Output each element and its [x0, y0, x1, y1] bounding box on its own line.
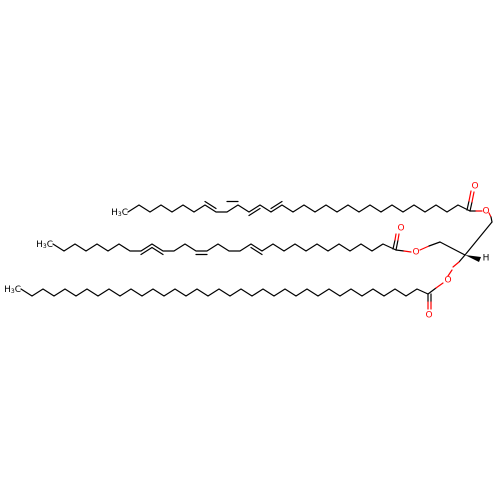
top-chain-double-bond-1: [204, 200, 217, 210]
middle-chain-double-bond-1: [140, 246, 153, 256]
top-ester-o-ch2-c: [490, 216, 493, 223]
middle-carbonyl-double-o: [394, 233, 397, 241]
bottom-acyl-chain: H3C O O: [4, 269, 453, 321]
top-chain-terminal-methyl: H3C: [111, 208, 128, 218]
middle-carbonyl-bond-c: [395, 239, 399, 251]
middle-acyl-chain: H3C O O: [36, 224, 441, 258]
middle-carbonyl-double-c: [392, 239, 396, 250]
top-carbonyl-double-c: [466, 200, 470, 211]
bottom-ester-bond-c: [427, 287, 437, 295]
top-carbonyl-double-o: [468, 190, 472, 202]
top-carbonyl-bond-o: [471, 191, 475, 203]
bottom-ester-o-c2: [447, 269, 453, 277]
middle-chain-terminal-methyl: H3C: [36, 240, 53, 250]
top-chain-backbone: [127, 204, 471, 213]
glycerol-c2-o-bond-o: [452, 261, 460, 268]
bottom-chain-terminal-methyl: H3C: [4, 285, 21, 295]
top-ester-o-ch2-o: [488, 212, 492, 218]
glycerol-c2-o-bond-c: [458, 254, 466, 263]
glycerol-c1-c2-bond: [439, 241, 466, 256]
top-carbonyl-oxygen: O: [471, 182, 478, 192]
middle-chain-backbone: [52, 243, 397, 252]
top-acyl-chain: H3C O O: [111, 182, 493, 223]
middle-carbonyl-oxygen: O: [397, 224, 404, 234]
top-carbonyl-bond-c: [469, 201, 473, 212]
middle-ester-bond-o: [403, 250, 412, 253]
top-ester-oxygen: O: [482, 207, 489, 217]
stereo-hydrogen: H: [483, 254, 490, 264]
top-chain-double-bond-4: [270, 200, 283, 210]
middle-carbonyl-bond-o: [397, 233, 400, 241]
top-chain-double-bond-3: [248, 207, 261, 217]
bottom-ester-oxygen: O: [444, 276, 451, 286]
bottom-chain-backbone: [20, 288, 429, 297]
middle-chain-double-bond-2: [151, 246, 164, 256]
middle-ester-o-ch2-o: [419, 245, 430, 251]
middle-ester-oxygen: O: [412, 248, 419, 258]
middle-ester-o-ch2-c: [428, 241, 441, 247]
stereo-wedge-bond: [465, 255, 481, 262]
bottom-carbonyl-oxygen: O: [425, 311, 432, 321]
glycerol-c2-c3-bond: [464, 221, 493, 256]
glycerol-backbone: H: [439, 221, 493, 268]
bottom-ester-bond-o: [435, 282, 444, 289]
middle-chain-double-bond-4: [250, 246, 263, 256]
middle-ester-bond-c: [395, 249, 405, 252]
